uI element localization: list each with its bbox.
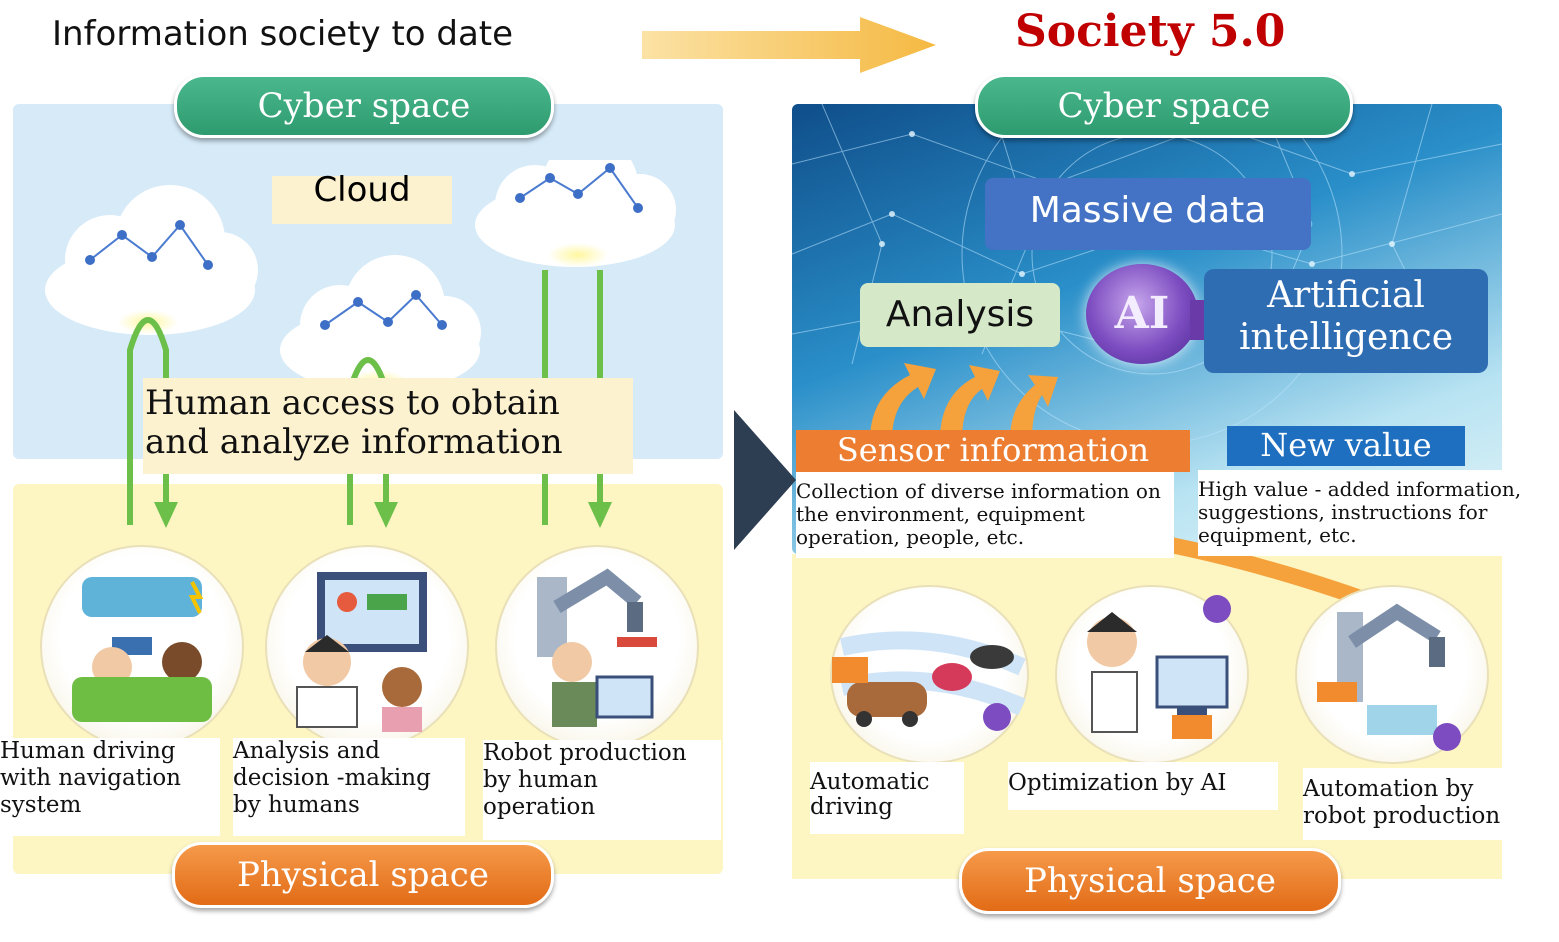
cloud-icons [45,160,676,394]
label-optimization-ai: Optimization by AI [1008,762,1278,810]
ai-line-2: intelligence [1238,317,1453,358]
human-analysis-illustration [265,545,469,749]
label-robot-human: Robot production by human operation [483,740,721,840]
new-value-desc-line-3: equipment, etc. [1198,523,1357,547]
right-physical-space-label: Physical space [959,848,1341,914]
label-robot-human-line-3: operation [483,794,596,820]
left-title: Information society to date [52,14,514,54]
new-value-header: New value [1227,426,1465,466]
label-robot-automation: Automation by robot production [1303,768,1513,840]
transition-arrow-top [642,17,936,73]
human-access-line-2: and analyze information [145,422,563,462]
ai-line-1: Artificial [1267,275,1425,316]
label-optimization-ai-line-1: Optimization by AI [1008,770,1227,796]
transition-arrow-middle [734,410,796,550]
label-human-analysis-line-1: Analysis and [233,738,381,764]
automatic-driving-illustration [830,585,1029,764]
right-title: Society 5.0 [1015,6,1286,57]
label-human-driving-line-2: with navigation [0,765,181,791]
label-human-analysis-line-3: by humans [233,792,360,818]
label-automatic-driving-line-2: driving [810,794,893,820]
artificial-intelligence-box: Artificial intelligence [1204,269,1488,373]
label-automatic-driving-line-1: Automatic [810,769,930,795]
new-value-description: High value - added information, suggesti… [1198,470,1530,556]
massive-data-box: Massive data [985,178,1311,250]
ai-badge: AI [1086,264,1198,364]
left-cyber-space-label: Cyber space [174,74,554,138]
label-human-analysis-line-2: decision -making [233,765,431,791]
robot-operation-illustration [495,545,699,749]
label-human-driving-line-1: Human driving [0,738,176,764]
sensor-desc-line-1: Collection of diverse information on [796,479,1161,503]
human-access-line-1: Human access to obtain [145,383,560,423]
robot-automation-illustration [1295,585,1489,764]
analysis-box: Analysis [860,283,1060,347]
right-cyber-space-label: Cyber space [975,74,1353,138]
human-access-box: Human access to obtain and analyze infor… [143,378,633,474]
label-robot-automation-line-1: Automation by [1303,776,1474,802]
cloud-label: Cloud [272,173,452,224]
navigation-driving-illustration [40,545,244,749]
sensor-desc-line-3: operation, people, etc. [796,525,1025,549]
label-robot-human-line-1: Robot production [483,740,687,766]
label-human-analysis: Analysis and decision -making by humans [233,738,465,836]
new-value-desc-line-2: suggestions, instructions for [1198,500,1488,524]
sensor-up-arrows [870,363,1058,440]
sensor-desc-line-2: the environment, equipment [796,502,1085,526]
ai-optimization-illustration [1055,585,1249,764]
label-robot-human-line-2: by human [483,767,598,793]
left-physical-space-label: Physical space [172,842,554,908]
sensor-description: Collection of diverse information on the… [796,472,1174,558]
label-robot-automation-line-2: robot production [1303,803,1501,829]
new-value-desc-line-1: High value - added information, [1198,477,1522,501]
label-human-driving: Human driving with navigation system [0,738,220,836]
label-automatic-driving: Automatic driving [810,762,964,834]
label-human-driving-line-3: system [0,792,82,818]
sensor-information-header: Sensor information [796,430,1190,472]
